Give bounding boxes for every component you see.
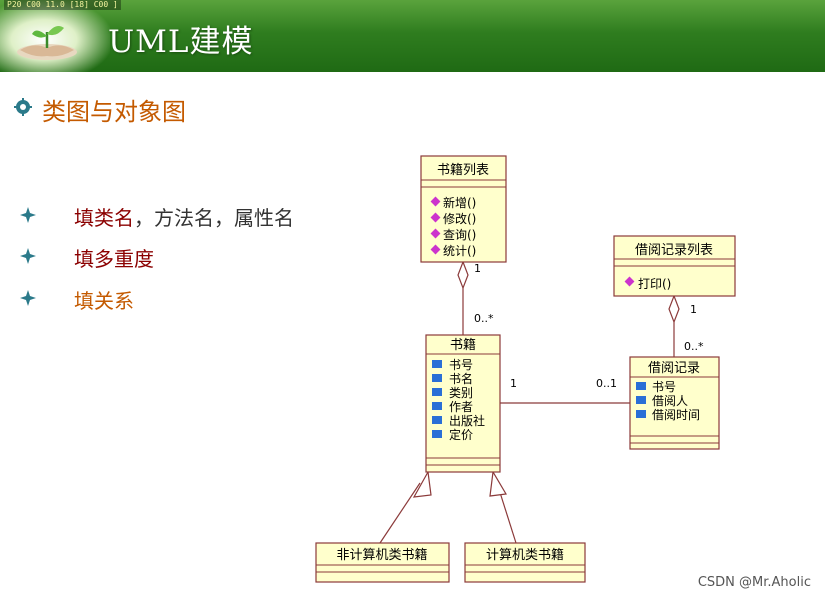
watermark: CSDN @Mr.Aholic: [697, 575, 811, 590]
attribute-label: 书号: [652, 380, 676, 394]
gear-bullet-icon: [14, 98, 32, 116]
video-overlay-text: P20 C00 11.0 [18] C00 ]: [4, 0, 121, 10]
bullet-1-highlight: 填类名: [74, 206, 134, 230]
method-icon: [430, 244, 441, 255]
class-name: 书籍列表: [437, 162, 489, 178]
bullet-1-rest: ，方法名，属性名: [134, 206, 294, 230]
method-label: 打印(): [638, 277, 671, 291]
attribute-label: 书名: [449, 371, 473, 386]
attribute-label: 借阅人: [652, 394, 688, 408]
bullet-icon: [20, 207, 36, 223]
class-name: 计算机类书籍: [486, 547, 564, 563]
attribute-label: 借阅时间: [652, 408, 700, 422]
multiplicity-label: 1: [510, 377, 517, 390]
attribute-label: 定价: [449, 427, 473, 442]
attribute-icon: [636, 382, 646, 390]
attribute-label: 作者: [449, 400, 473, 414]
attribute-icon: [636, 396, 646, 404]
section-title: 类图与对象图: [42, 98, 186, 126]
method-icon: [430, 228, 441, 239]
hands-sprout-icon: [17, 26, 77, 60]
method-icon: [430, 212, 441, 223]
multiplicity-label: 1: [474, 262, 481, 275]
attribute-label: 出版社: [449, 413, 485, 428]
attribute-icon: [432, 388, 442, 396]
slide-title: UML建模: [108, 24, 254, 60]
slide-header: UML建模 P20 C00 11.0 [18] C00 ]: [0, 0, 825, 72]
bullet-item-2: 填多重度: [74, 247, 154, 271]
method-label: 查询(): [443, 228, 476, 242]
method-label: 新增(): [443, 195, 476, 210]
multiplicity-label: 1: [690, 303, 697, 316]
method-icon: [624, 276, 635, 287]
bullet-item-1: 填类名，方法名，属性名: [74, 202, 294, 231]
attribute-icon: [432, 402, 442, 410]
class-name: 借阅记录: [648, 361, 700, 376]
bullet-item-3: 填关系: [74, 289, 134, 313]
class-borrow-record: 借阅记录 书号 借阅人 借阅时间: [629, 356, 720, 450]
class-name: 非计算机类书籍: [336, 547, 427, 563]
attribute-icon: [636, 410, 646, 418]
class-borrow-list: 借阅记录列表 打印(): [613, 235, 736, 297]
attribute-label: 类别: [449, 386, 473, 400]
class-name: 借阅记录列表: [635, 243, 713, 258]
class-book-list: 书籍列表 新增() 修改() 查询() 统计(): [420, 155, 507, 263]
class-book: 书籍 书号 书名 类别 作者 出版社 定价: [425, 334, 501, 473]
method-icon: [430, 196, 441, 207]
attribute-icon: [432, 430, 442, 438]
class-name: 书籍: [450, 337, 476, 353]
header-glow: [0, 0, 110, 72]
attribute-label: 书号: [449, 358, 473, 372]
method-label: 修改(): [443, 211, 476, 226]
class-computer-book: 计算机类书籍: [464, 542, 586, 583]
multiplicity-label: 0..1: [596, 377, 617, 390]
attribute-icon: [432, 416, 442, 424]
bullet-icon: [20, 248, 36, 264]
multiplicity-label: 0..*: [474, 312, 494, 325]
class-non-computer-book: 非计算机类书籍: [315, 542, 450, 583]
attribute-icon: [432, 360, 442, 368]
multiplicity-label: 0..*: [684, 340, 704, 353]
method-label: 统计(): [443, 244, 476, 258]
attribute-icon: [432, 374, 442, 382]
bullet-icon: [20, 290, 36, 306]
